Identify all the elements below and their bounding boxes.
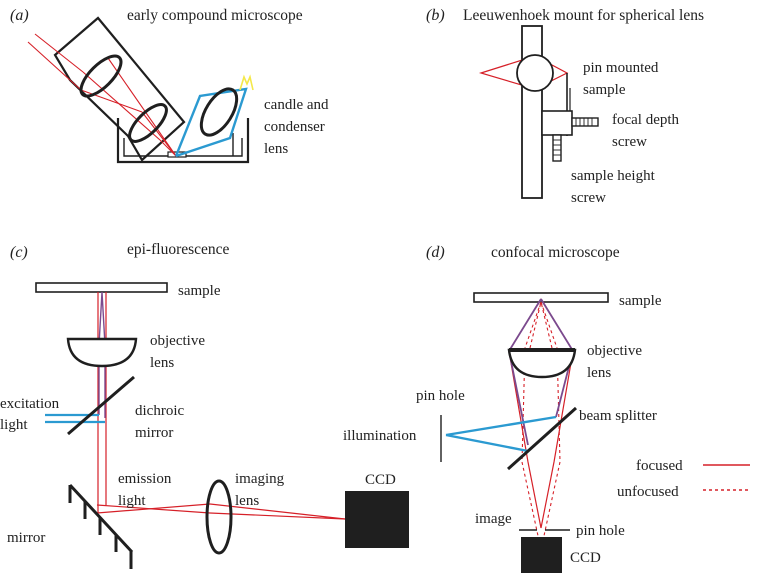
label-imaging: imaging xyxy=(235,471,285,487)
label-objective-d: objective xyxy=(587,343,642,359)
unfocused-rays xyxy=(521,301,561,546)
objective-lens-c xyxy=(66,337,138,368)
optical-rays-a xyxy=(27,33,177,157)
eyepiece-lens xyxy=(79,54,123,98)
illumination-path xyxy=(445,415,557,453)
panel-c: (c) epi-fluorescence xyxy=(0,241,409,569)
label-sample-height: sample height xyxy=(571,168,656,184)
label-excitation: excitation xyxy=(0,396,60,412)
label-imaging-lens: lens xyxy=(235,493,259,509)
label-emission: emission xyxy=(118,471,172,487)
label-ccd-c: CCD xyxy=(365,472,396,488)
panel-b-letter: (b) xyxy=(426,7,445,24)
panel-d-title: confocal microscope xyxy=(491,244,620,261)
label-sample-d: sample xyxy=(619,293,662,309)
label-condenser-lens: lens xyxy=(264,141,288,157)
beam-splitter xyxy=(506,406,578,471)
label-beam-splitter: beam splitter xyxy=(579,408,657,424)
sample-slide-c xyxy=(35,282,168,293)
panel-c-letter: (c) xyxy=(10,244,28,261)
panel-a-letter: (a) xyxy=(10,7,29,24)
panel-b: (b) Leeuwenhoek mount for spherical lens… xyxy=(426,7,704,206)
panel-d-letter: (d) xyxy=(426,244,445,261)
label-mirror: mirror xyxy=(7,530,45,546)
stepped-mirror xyxy=(68,483,134,569)
label-objective-c: objective xyxy=(150,333,205,349)
label-pinhole-top: pin hole xyxy=(416,388,465,404)
sample-height-screw-icon xyxy=(552,134,562,162)
label-illumination: illumination xyxy=(343,428,417,444)
ccd-camera-c xyxy=(345,491,409,548)
legend-focused-label: focused xyxy=(636,458,683,474)
dichroic-mirror xyxy=(67,375,135,436)
label-dichroic: dichroic xyxy=(135,403,184,419)
label-condenser: condenser xyxy=(264,119,325,135)
label-candle: candle and xyxy=(264,97,329,113)
label-focal-depth: focal depth xyxy=(612,112,680,128)
screw-block xyxy=(541,110,573,136)
label-height-screw: screw xyxy=(571,190,606,206)
panel-a: (a) early compound microscope xyxy=(10,7,329,164)
ccd-camera-d xyxy=(521,537,562,573)
label-objective-lens-c: lens xyxy=(150,355,174,371)
objective-lens-a xyxy=(128,103,168,143)
objective-lens-d xyxy=(507,348,577,379)
label-excitation-light: light xyxy=(0,417,28,433)
focal-depth-screw-icon xyxy=(571,117,599,127)
legend-unfocused-label: unfocused xyxy=(617,484,679,500)
candle-flame-icon xyxy=(239,74,254,91)
label-pin-mounted: pin mounted xyxy=(583,60,659,76)
panel-c-title: epi-fluorescence xyxy=(127,241,230,258)
panel-a-title: early compound microscope xyxy=(127,7,303,24)
label-pin-sample: sample xyxy=(583,82,626,98)
label-ccd-d: CCD xyxy=(570,550,601,566)
mount-plate xyxy=(521,25,543,199)
condenser-light-path xyxy=(174,87,248,158)
label-sample-c: sample xyxy=(178,283,221,299)
focused-rays xyxy=(508,298,574,529)
label-dichroic-mirror: mirror xyxy=(135,425,173,441)
label-objective-lens-d: lens xyxy=(587,365,611,381)
label-pinhole-bottom: pin hole xyxy=(576,523,625,539)
label-emission-light: light xyxy=(118,493,146,509)
label-focal-screw: screw xyxy=(612,134,647,150)
label-image: image xyxy=(475,511,512,527)
panel-b-title: Leeuwenhoek mount for spherical lens xyxy=(463,7,704,24)
panel-d: (d) confocal microscope xyxy=(343,244,750,573)
spherical-lens xyxy=(516,54,554,92)
imaging-lens xyxy=(205,479,233,555)
condenser-lens xyxy=(199,87,239,137)
emission-light-path xyxy=(96,292,346,520)
